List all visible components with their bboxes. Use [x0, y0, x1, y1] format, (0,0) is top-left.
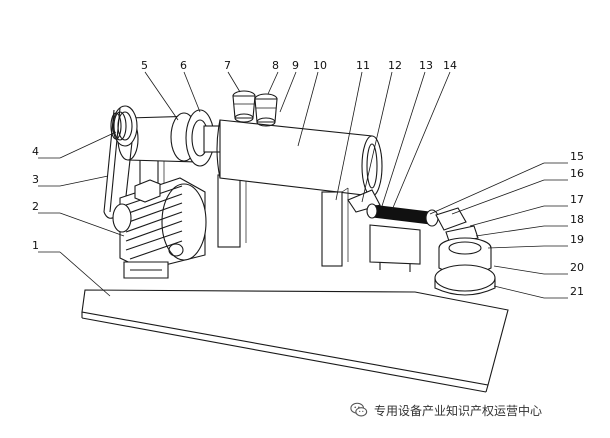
watermark: 专用设备产业知识产权运营中心: [350, 400, 542, 420]
electric-motor: [112, 177, 207, 279]
flange-coupling: [170, 109, 225, 167]
drying-tube: [216, 119, 383, 197]
leader-lines: [38, 71, 568, 299]
label-21: 21: [570, 285, 584, 298]
base-plate: [81, 289, 509, 393]
label-3: 3: [32, 173, 39, 186]
label-14: 14: [443, 59, 457, 72]
label-12: 12: [388, 59, 402, 72]
label-9: 9: [292, 59, 299, 72]
label-5: 5: [141, 59, 148, 72]
part-numbers: 1 2 3 4 5 6 7 8 9 10 11 12 13 14 15 16 1…: [32, 59, 584, 298]
belt-pulley: [110, 105, 138, 147]
label-8: 8: [272, 59, 279, 72]
label-2: 2: [32, 200, 39, 213]
label-6: 6: [180, 59, 187, 72]
collection-assembly: [434, 207, 496, 296]
watermark-text: 专用设备产业知识产权运营中心: [374, 403, 543, 418]
label-13: 13: [419, 59, 433, 72]
label-4: 4: [32, 145, 39, 158]
spring-conveyor: [366, 203, 439, 227]
tube-support-left: [217, 170, 247, 248]
label-16: 16: [570, 167, 584, 180]
label-15: 15: [570, 150, 584, 163]
conveyor-stand: [369, 224, 421, 272]
label-7: 7: [224, 59, 231, 72]
label-18: 18: [570, 213, 584, 226]
label-11: 11: [356, 59, 370, 72]
label-20: 20: [570, 261, 584, 274]
feed-hoppers: [232, 90, 278, 127]
label-10: 10: [313, 59, 327, 72]
tube-support-right: [321, 187, 349, 267]
label-17: 17: [570, 193, 584, 206]
label-19: 19: [570, 233, 584, 246]
label-1: 1: [32, 239, 39, 252]
wechat-icon: [350, 402, 368, 417]
